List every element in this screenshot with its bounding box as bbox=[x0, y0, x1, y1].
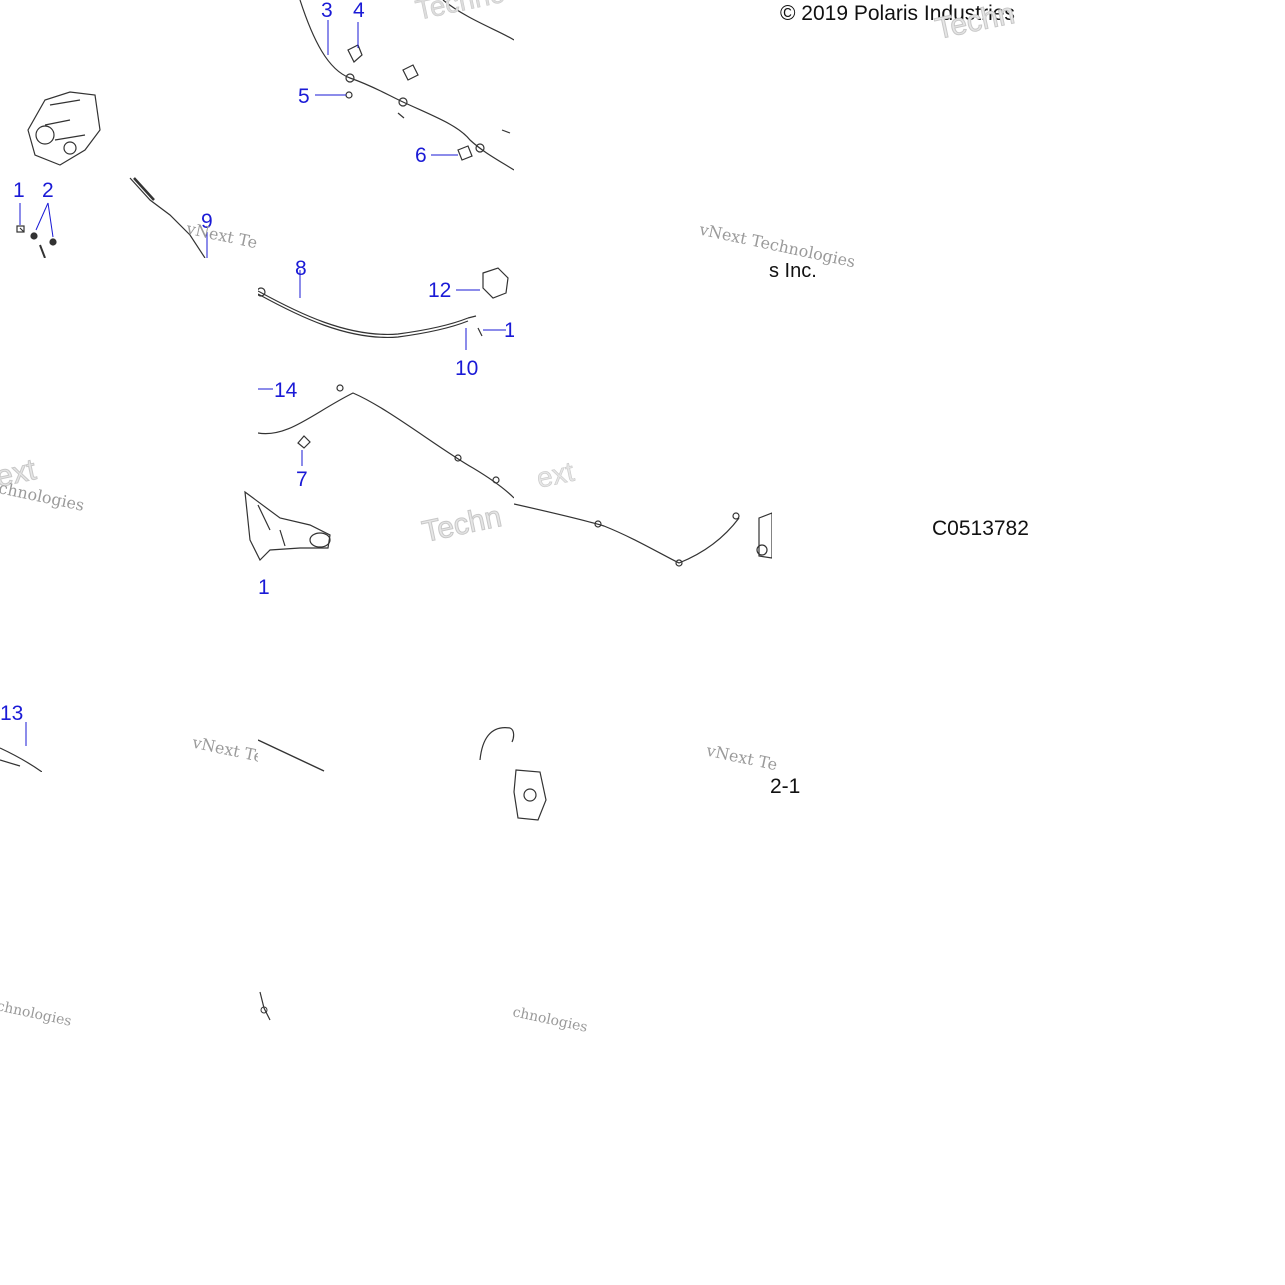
callout-8: 8 bbox=[295, 258, 307, 280]
tile-caliper: 1 2 9 vNext Te bbox=[0, 0, 258, 258]
master-cylinder-drawing bbox=[244, 490, 331, 562]
tile-watermark-right: vNext Technologies s Inc. bbox=[694, 214, 854, 284]
lower-caliper bbox=[513, 769, 547, 821]
tile-lower-caliper bbox=[470, 720, 550, 825]
caliper-drawing bbox=[16, 91, 208, 258]
tile-master-cylinder: 1 bbox=[240, 490, 340, 600]
tile-hose-fragment bbox=[258, 735, 328, 773]
callout-2: 2 bbox=[42, 179, 54, 202]
tile-rear-brake-line: ext bbox=[514, 458, 772, 570]
lower-caliper-drawing bbox=[479, 727, 547, 821]
watermark-chnologies: chnologies bbox=[0, 478, 87, 515]
hose-fragment-drawing bbox=[258, 739, 325, 772]
bracket-12 bbox=[482, 267, 509, 299]
rear-brake-line bbox=[514, 503, 740, 564]
caliper-body bbox=[27, 91, 101, 166]
watermark-fragment-3: vNext Te bbox=[704, 740, 780, 775]
rear-caliper bbox=[758, 512, 772, 559]
parking-brake-cable bbox=[299, 0, 514, 171]
callout-5: 5 bbox=[298, 85, 310, 108]
cable-8-drawing bbox=[258, 267, 514, 499]
watermark-fragment-4: chnologies bbox=[0, 998, 73, 1030]
callout-13: 13 bbox=[0, 702, 24, 725]
cable-drawing: Techno bbox=[299, 0, 514, 171]
tile-hand-lever: 13 bbox=[0, 700, 42, 772]
page-reference: 2-1 bbox=[770, 775, 801, 798]
tile-cable-8: 8 12 1 10 14 7 bbox=[258, 258, 514, 514]
callout-12: 12 bbox=[428, 279, 452, 302]
hand-lever-drawing bbox=[0, 722, 42, 772]
callout-3: 3 bbox=[321, 0, 333, 22]
cable-8 bbox=[258, 290, 469, 336]
master-cylinder bbox=[244, 490, 331, 562]
tile-bottom-fragment bbox=[258, 990, 278, 1030]
brake-line-14 bbox=[258, 392, 514, 499]
tile-parking-cable: Techno 3 4 5 6 bbox=[258, 0, 514, 258]
watermark-technologies: Techno bbox=[413, 0, 508, 26]
callout-1c: 1 bbox=[258, 576, 270, 599]
callout-1b: 1 bbox=[504, 319, 514, 342]
rear-brake-line-drawing: ext bbox=[514, 458, 772, 567]
bottom-fitting-drawing bbox=[259, 991, 271, 1021]
callout-4: 4 bbox=[353, 0, 365, 22]
callout-6: 6 bbox=[415, 144, 427, 167]
callout-1: 1 bbox=[13, 179, 25, 202]
watermark-fragment-5: chnologies bbox=[511, 1004, 589, 1036]
callout-9: 9 bbox=[201, 210, 213, 233]
watermark-fragment-2: vNext Te bbox=[190, 732, 266, 767]
tile-watermark-left: ext chnologies bbox=[0, 455, 105, 515]
bracket-4 bbox=[347, 44, 363, 63]
clamp-6 bbox=[457, 145, 473, 161]
callout-14: 14 bbox=[274, 379, 298, 402]
image-code: C0513782 bbox=[932, 517, 1029, 540]
brake-line-9 bbox=[129, 177, 206, 258]
callout-10: 10 bbox=[455, 357, 479, 380]
callout-7: 7 bbox=[296, 468, 308, 491]
copyright-tail: s Inc. bbox=[769, 260, 817, 282]
watermark-next: ext bbox=[534, 458, 577, 494]
copyright-text: © 2019 Polaris Industries bbox=[780, 2, 1015, 25]
